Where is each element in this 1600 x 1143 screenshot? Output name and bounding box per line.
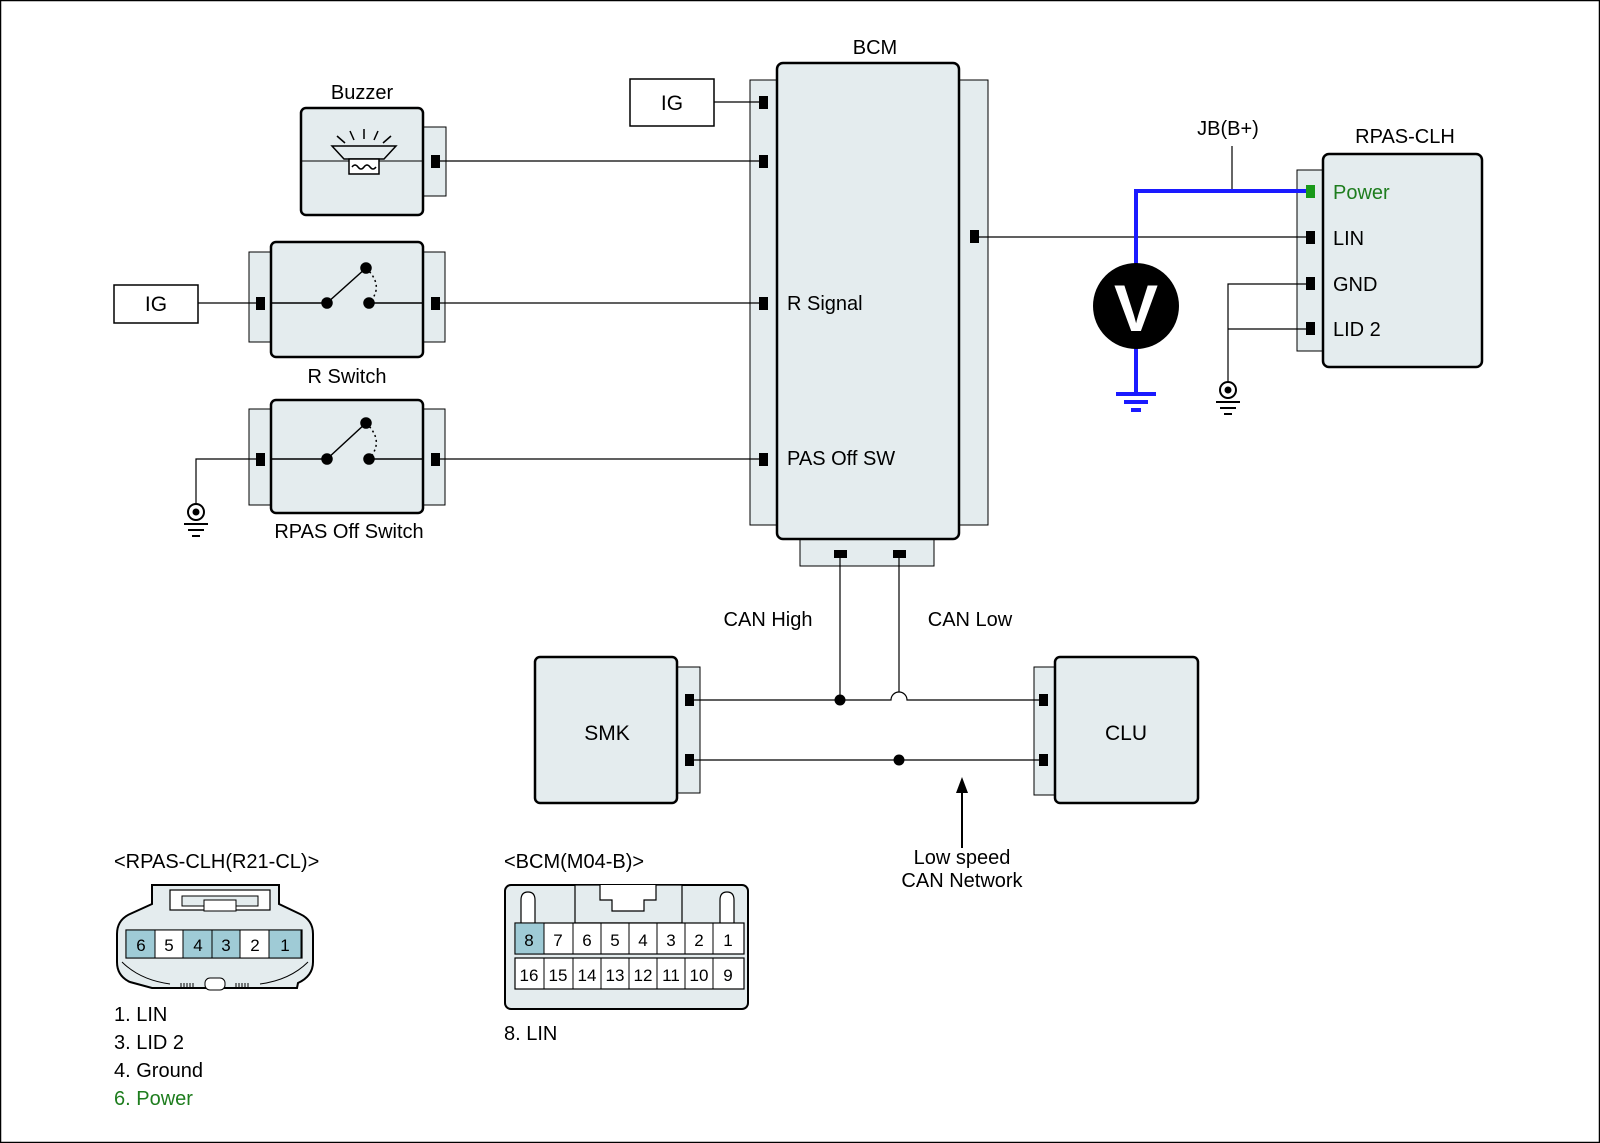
bcm-pin: 6 xyxy=(582,931,591,950)
smk-label: SMK xyxy=(584,722,630,745)
left-wiring xyxy=(195,101,763,505)
rpas-clh-connector-view: <RPAS-CLH(R21-CL)> 6 5 4 3 2 1 1. LIN 3.… xyxy=(114,851,319,1110)
ground-icon xyxy=(184,503,208,537)
ig-left: IG xyxy=(113,284,199,324)
bcm-pin: 16 xyxy=(520,966,539,985)
rpas-clh-pin-power: Power xyxy=(1333,182,1390,204)
rpas-legend-item: 6. Power xyxy=(114,1088,193,1110)
bcm-pin: 8 xyxy=(524,931,533,950)
arrow-icon xyxy=(956,777,968,848)
bcm-pin: 4 xyxy=(638,931,647,950)
bcm-pin: 9 xyxy=(723,966,732,985)
bcm-pin: 12 xyxy=(634,966,653,985)
rpas-clh-pin-lin: LIN xyxy=(1333,228,1364,250)
voltmeter-label: V xyxy=(1114,271,1158,345)
bcm-pin: 3 xyxy=(666,931,675,950)
switch-contact-icon xyxy=(271,262,423,309)
bcm-connector-bottom xyxy=(799,537,935,567)
can-junctions xyxy=(834,694,905,766)
smk-body xyxy=(533,655,679,805)
rpas-off-switch-body xyxy=(269,398,425,515)
can-low-label: CAN Low xyxy=(928,609,1013,631)
can-terminals xyxy=(685,550,1048,766)
bcm-pin: 13 xyxy=(606,966,625,985)
bcm-pas-off-sw-label: PAS Off SW xyxy=(787,448,895,470)
rpas-legend-item: 4. Ground xyxy=(114,1060,203,1082)
rpas-clh-module: RPAS-CLH Power LIN GND LID 2 xyxy=(1296,126,1484,369)
bcm-connector-right xyxy=(957,79,989,526)
r-switch-label: R Switch xyxy=(308,366,387,388)
low-speed-label-line1: Low speed xyxy=(914,847,1011,869)
left-terminals xyxy=(256,96,768,466)
bcm-pin: 15 xyxy=(549,966,568,985)
bcm-pin: 11 xyxy=(662,966,680,985)
right-terminals xyxy=(970,185,1315,335)
rpas-clh-pin-gnd: GND xyxy=(1333,274,1377,296)
rpas-legend-item: 1. LIN xyxy=(114,1004,167,1026)
ig-left-label: IG xyxy=(145,293,167,316)
can-wiring xyxy=(693,553,1045,761)
bcm-pin: 5 xyxy=(610,931,619,950)
smk-module: SMK xyxy=(533,655,701,805)
r-switch: R Switch xyxy=(248,240,446,388)
rpas-clh-connector xyxy=(1296,169,1326,352)
voltmeter-icon xyxy=(1093,263,1179,349)
clu-label: CLU xyxy=(1105,722,1147,745)
clu-module: CLU xyxy=(1033,655,1200,805)
bcm-pin: 1 xyxy=(723,931,732,950)
rpas-clh-body xyxy=(1321,152,1484,369)
rpas-pin: 2 xyxy=(250,936,259,955)
bcm-pin: 2 xyxy=(694,931,703,950)
buzzer-icon xyxy=(330,129,398,175)
jb-label: JB(B+) xyxy=(1197,118,1259,140)
bcm-pin: 7 xyxy=(553,931,562,950)
bcm-module: BCM R Signal PAS Off SW xyxy=(749,37,989,567)
ig-top: IG xyxy=(629,78,715,127)
voltmeter: V xyxy=(1093,263,1179,349)
bcm-pin: 10 xyxy=(690,966,709,985)
connector-bcm-title: <BCM(M04-B)> xyxy=(504,851,644,873)
rpas-clh-title: RPAS-CLH xyxy=(1355,126,1455,148)
r-switch-body xyxy=(269,240,425,359)
bcm-title: BCM xyxy=(853,37,897,59)
low-speed-label-line2: CAN Network xyxy=(901,870,1023,892)
rpas-off-switch-label: RPAS Off Switch xyxy=(274,521,423,543)
can-high-label: CAN High xyxy=(724,609,813,631)
rpas-pin: 5 xyxy=(164,936,173,955)
rpas-pin: 4 xyxy=(193,936,202,955)
buzzer-label: Buzzer xyxy=(331,82,394,104)
right-wiring xyxy=(977,146,1310,383)
switch-contact-icon xyxy=(271,417,423,465)
connector-rpas-title: <RPAS-CLH(R21-CL)> xyxy=(114,851,319,873)
bcm-connector-view: <BCM(M04-B)> 8 7 6 5 4 3 2 1 16 15 14 13… xyxy=(504,851,749,1045)
bcm-r-signal-label: R Signal xyxy=(787,293,863,315)
bcm-body xyxy=(775,61,961,541)
rpas-pin: 3 xyxy=(221,936,230,955)
ig-top-label: IG xyxy=(661,92,683,115)
rpas-pin: 6 xyxy=(136,936,145,955)
rpas-off-switch: RPAS Off Switch xyxy=(248,398,446,543)
bcm-pin: 14 xyxy=(578,966,597,985)
rpas-legend-item: 3. LID 2 xyxy=(114,1032,184,1054)
rpas-clh-pin-lid2: LID 2 xyxy=(1333,319,1381,341)
clu-body xyxy=(1053,655,1200,805)
ground-icon xyxy=(1216,381,1240,415)
rpas-pin: 1 xyxy=(280,936,289,955)
bcm-legend-item: 8. LIN xyxy=(504,1023,557,1045)
